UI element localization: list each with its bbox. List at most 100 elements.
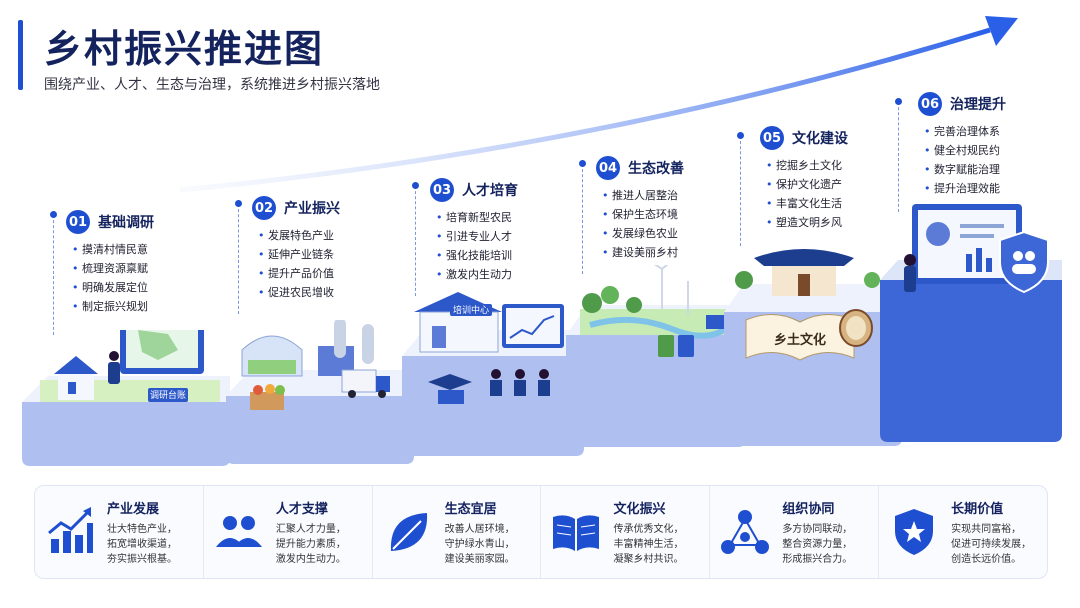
summary-card-culture: 文化振兴 传承优秀文化，丰富精神生活，凝聚乡村共识。 [541, 486, 711, 578]
summary-card-ecology: 生态宜居 改善人居环境，守护绿水青山，建设美丽家园。 [373, 486, 542, 578]
step-number-badge: 06 [918, 92, 942, 116]
step-item: 完善治理体系 [924, 122, 1006, 141]
summary-card-row: 产业发展 壮大特色产业，拓宽增收渠道，夯实振兴根基。 人才支撑 汇聚人才力量，提… [34, 485, 1048, 579]
step-06-leader [895, 98, 902, 212]
step-item: 促进农民增收 [258, 283, 340, 302]
card-line: 整合资源力量， [782, 538, 853, 550]
step-title: 人才培育 [462, 183, 518, 199]
platform-01: 调研台账 [22, 330, 230, 466]
step-04: 04 生态改善 推进人居整治 保护生态环境 发展绿色农业 建设美丽乡村 [596, 156, 684, 262]
factory-icon [318, 320, 374, 376]
step-item: 提升产品价值 [258, 264, 340, 283]
step-item: 激发内生动力 [436, 265, 518, 284]
step-item: 制定振兴规划 [72, 297, 154, 316]
sign-step-01-text: 调研台账 [150, 389, 186, 401]
step-item-list: 发展特色产业 延伸产业链条 提升产品价值 促进农民增收 [252, 226, 340, 302]
card-line: 形成振兴合力。 [782, 553, 853, 565]
step-item: 塑造文明乡风 [766, 213, 848, 232]
river-icon [589, 316, 735, 339]
step-item: 建设美丽乡村 [602, 243, 684, 262]
step-item: 发展特色产业 [258, 226, 340, 245]
open-book-icon [553, 515, 600, 551]
step-item: 保护生态环境 [602, 205, 684, 224]
step-number-badge: 01 [66, 210, 90, 234]
sign-step-05-text: 乡土文化 [774, 332, 826, 348]
sign-step-03 [450, 304, 492, 316]
card-title: 长期价值 [951, 501, 1004, 517]
title-accent-bar [18, 20, 23, 90]
step-item: 发展绿色农业 [602, 224, 684, 243]
step-item: 提升治理效能 [924, 179, 1006, 198]
card-line: 壮大特色产业， [107, 523, 177, 535]
step-03-leader [412, 182, 419, 296]
step-item: 保护文化遗产 [766, 175, 848, 194]
step-item: 明确发展定位 [72, 278, 154, 297]
step-title: 治理提升 [950, 97, 1006, 113]
step-item: 丰富文化生活 [766, 194, 848, 213]
tree-icon [582, 286, 642, 313]
card-line: 改善人居环境， [444, 523, 515, 535]
produce-crate-icon [250, 384, 285, 410]
step-item-list: 培育新型农民 引进专业人才 强化技能培训 激发内生动力 [430, 208, 518, 284]
recycle-bin-icon [658, 335, 694, 357]
step-01-leader [50, 211, 57, 335]
card-line: 多方协同联动， [782, 523, 853, 535]
step-title: 产业振兴 [284, 201, 340, 217]
step-item: 延伸产业链条 [258, 245, 340, 264]
card-line: 激发内生动力。 [275, 553, 346, 565]
card-title: 生态宜居 [444, 501, 497, 517]
card-line: 建设美丽家园。 [444, 553, 515, 565]
step-item: 梳理资源禀赋 [72, 259, 154, 278]
training-center-icon [414, 292, 502, 353]
step-number-badge: 02 [252, 196, 276, 220]
step-03: 03 人才培育 培育新型农民 引进专业人才 强化技能培训 激发内生动力 [430, 178, 518, 284]
card-title: 文化振兴 [613, 501, 666, 517]
platform-05: 乡土文化 [724, 249, 902, 446]
step-02-leader [235, 200, 242, 314]
step-item: 强化技能培训 [436, 246, 518, 265]
step-title: 生态改善 [628, 161, 684, 177]
truck-icon [341, 369, 390, 398]
step-item: 引进专业人才 [436, 227, 518, 246]
card-line: 拓宽增收渠道， [107, 538, 177, 550]
page-subtitle: 围绕产业、人才、生态与治理，系统推进乡村振兴落地 [44, 77, 380, 93]
tree-icon [735, 271, 880, 289]
greenhouse-icon [241, 335, 303, 377]
drum-icon [839, 309, 873, 347]
card-line: 促进可持续发展， [951, 538, 1032, 550]
step-item: 挖掘乡土文化 [766, 156, 848, 175]
sign-step-01 [148, 388, 188, 402]
audience-icon [490, 369, 550, 396]
card-line: 夯实振兴根基。 [107, 553, 177, 565]
platform-02 [226, 320, 414, 464]
people-icon [215, 516, 262, 547]
card-line: 汇聚人才力量， [275, 523, 346, 535]
platform-03: 培训中心 [402, 292, 584, 456]
presentation-board-icon [502, 304, 564, 348]
step-number-badge: 05 [760, 126, 784, 150]
step-02: 02 产业振兴 发展特色产业 延伸产业链条 提升产品价值 促进农民增收 [252, 196, 340, 302]
person-icon [108, 351, 120, 384]
step-title: 文化建设 [792, 131, 848, 147]
book-icon [745, 314, 855, 361]
shield-people-icon [999, 230, 1049, 294]
shield-star-icon [895, 509, 934, 555]
sign-step-03-text: 培训中心 [453, 304, 489, 316]
platform-04 [566, 265, 746, 447]
step-number-badge: 03 [430, 178, 454, 202]
step-item-list: 推进人居整治 保护生态环境 发展绿色农业 建设美丽乡村 [596, 186, 684, 262]
summary-card-organization: 组织协同 多方协同联动， 整合资源力量， 形成振兴合力。 [710, 486, 880, 578]
card-title: 产业发展 [107, 501, 160, 517]
person-icon [904, 254, 916, 292]
house-icon [54, 356, 98, 400]
card-line: 实现共同富裕， [951, 523, 1022, 535]
step-item: 培育新型农民 [436, 208, 518, 227]
step-number-badge: 04 [596, 156, 620, 180]
card-line: 创造长远价值。 [951, 553, 1022, 565]
card-line: 丰富精神生活， [613, 538, 684, 550]
card-line: 凝聚乡村共识。 [613, 553, 684, 565]
card-title: 组织协同 [782, 501, 835, 517]
step-item-list: 摸清村情民意 梳理资源禀赋 明确发展定位 制定振兴规划 [66, 240, 154, 316]
